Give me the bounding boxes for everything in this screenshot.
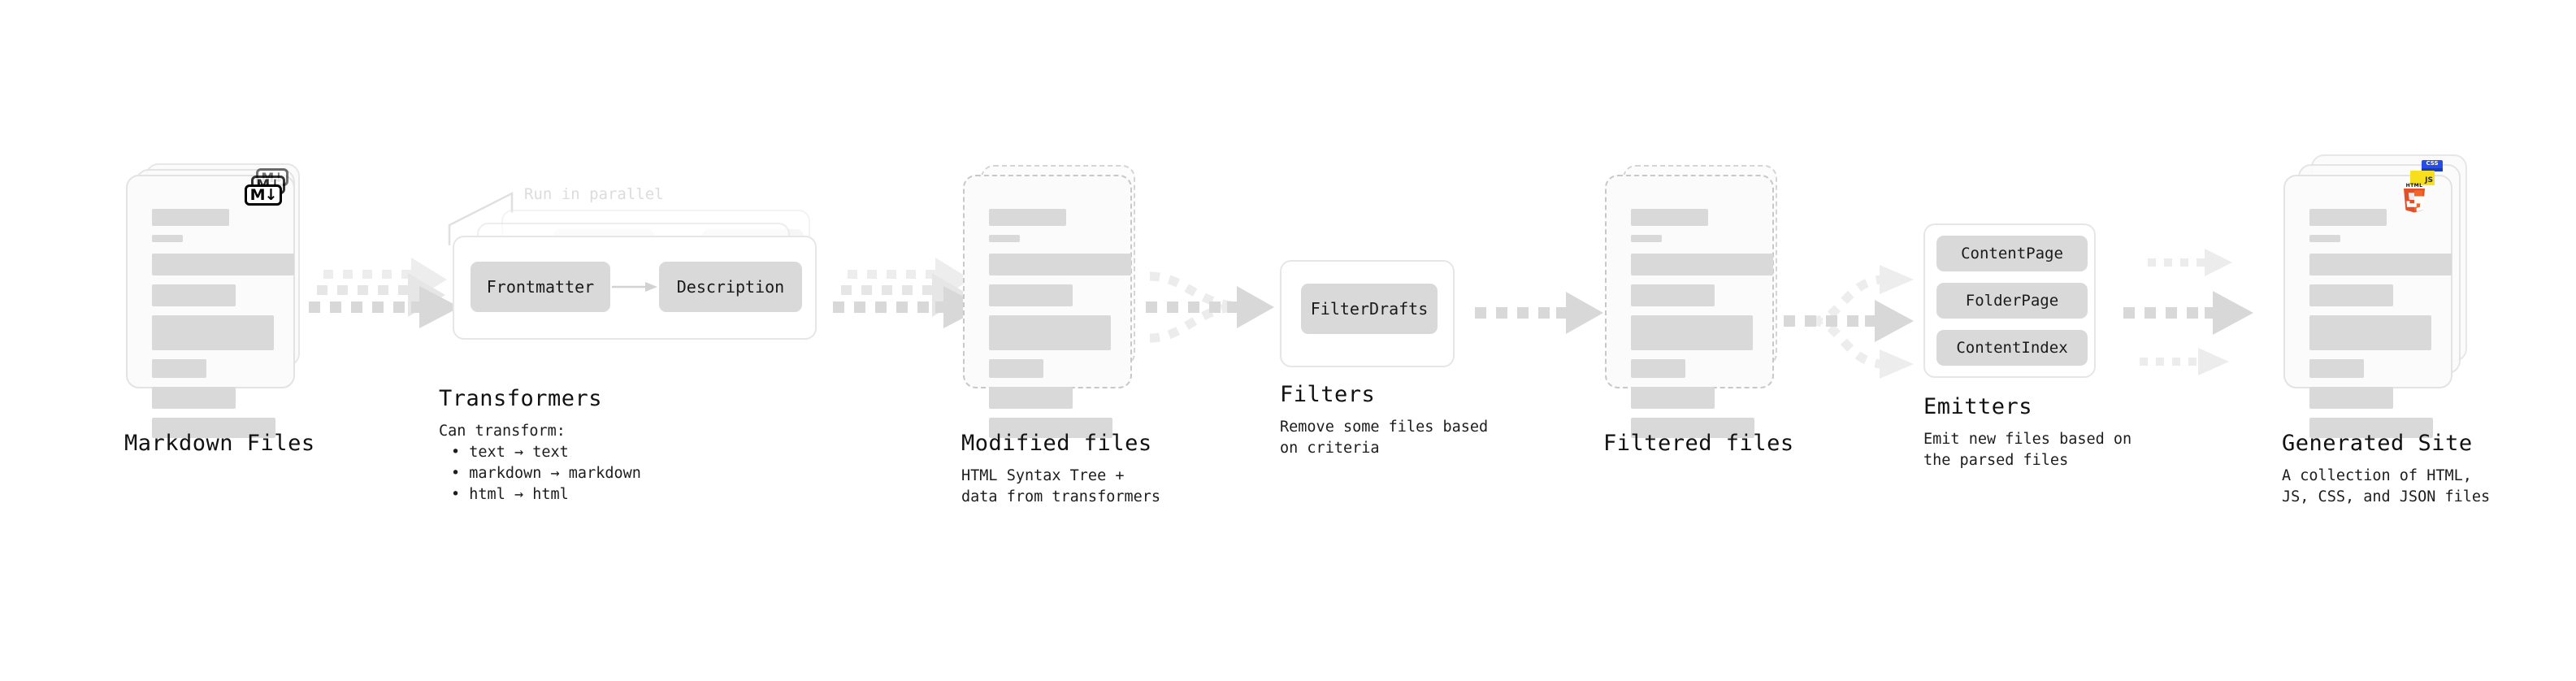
paper-front bbox=[126, 175, 295, 438]
doc-bar bbox=[152, 387, 236, 409]
doc-bar bbox=[1631, 359, 1685, 378]
transformer-chip-frontmatter[interactable]: Frontmatter bbox=[471, 262, 610, 312]
run-in-parallel-hint: Run in parallel bbox=[524, 185, 664, 203]
doc-bar bbox=[152, 209, 229, 226]
paper-front bbox=[1605, 175, 1774, 438]
doc-bar bbox=[1631, 254, 1773, 275]
emitters-subtitle: Emit new files based on the parsed files bbox=[1923, 431, 2132, 469]
doc-bar bbox=[1631, 284, 1715, 306]
filtered-card-stack bbox=[1605, 165, 1780, 438]
doc-bar bbox=[989, 209, 1066, 226]
doc-bar bbox=[2309, 387, 2393, 409]
doc-bar bbox=[2309, 284, 2393, 306]
transformers-bullet: • text → text bbox=[451, 444, 569, 461]
doc-bar bbox=[152, 235, 183, 242]
doc-bar bbox=[152, 315, 274, 350]
paper-front bbox=[2283, 175, 2452, 438]
filters-box: FilterDrafts bbox=[1280, 260, 1455, 367]
transformers-subtitle: Can transform: bbox=[439, 423, 566, 440]
modified-card-stack bbox=[963, 165, 1138, 438]
stage-generated-site: CSS JS HTML Generated Site A collection … bbox=[2282, 154, 2490, 505]
css-badge: CSS bbox=[2422, 158, 2443, 171]
doc-bar bbox=[1631, 418, 1754, 438]
doc-bar bbox=[1631, 315, 1753, 350]
stage-title-transformers: Transformers bbox=[439, 386, 603, 411]
doc-bar bbox=[989, 359, 1043, 378]
filter-chip-filterdrafts[interactable]: FilterDrafts bbox=[1301, 284, 1438, 334]
doc-bar bbox=[2309, 254, 2452, 275]
flow-arrow-markdown-to-transformers bbox=[309, 258, 460, 328]
flow-arrow-filters-to-filtered bbox=[1475, 292, 1603, 334]
stage-title-generated-site: Generated Site bbox=[2282, 431, 2473, 456]
stage-title-filtered-files: Filtered files bbox=[1603, 431, 1794, 456]
doc-placeholder-bars bbox=[989, 209, 1131, 447]
doc-bar bbox=[2309, 359, 2364, 378]
transformers-bullet: • markdown → markdown bbox=[451, 465, 641, 482]
doc-placeholder-bars bbox=[152, 209, 294, 447]
doc-bar bbox=[989, 254, 1131, 275]
doc-bar bbox=[1631, 387, 1715, 409]
stage-title-filters: Filters bbox=[1280, 382, 1376, 407]
filters-subtitle: Remove some files based on criteria bbox=[1280, 419, 1489, 457]
emitter-chip-contentpage[interactable]: ContentPage bbox=[1936, 236, 2088, 271]
doc-bar bbox=[152, 284, 236, 306]
doc-bar bbox=[152, 418, 275, 438]
doc-bar bbox=[989, 418, 1112, 438]
doc-placeholder-bars bbox=[2309, 209, 2452, 447]
stage-markdown-files: M↓ M↓ M↓ Markdown Files bbox=[124, 163, 314, 456]
transformer-chip-description[interactable]: Description bbox=[659, 262, 802, 312]
doc-bar bbox=[989, 387, 1073, 409]
doc-bar bbox=[989, 235, 1020, 242]
doc-bar bbox=[2309, 418, 2433, 438]
doc-bar bbox=[2309, 235, 2340, 242]
doc-bar bbox=[989, 315, 1111, 350]
modified-files-subtitle: HTML Syntax Tree + data from transformer… bbox=[961, 467, 1161, 505]
emitters-box: ContentPage FolderPage ContentIndex bbox=[1923, 223, 2096, 378]
doc-bar bbox=[989, 284, 1073, 306]
emitter-chip-folderpage[interactable]: FolderPage bbox=[1936, 283, 2088, 319]
stage-title-markdown-files: Markdown Files bbox=[124, 431, 315, 456]
doc-bar bbox=[152, 359, 206, 378]
doc-bar bbox=[152, 254, 294, 275]
emitter-chip-contentindex[interactable]: ContentIndex bbox=[1936, 330, 2088, 366]
stage-title-emitters: Emitters bbox=[1923, 394, 2033, 419]
doc-bar bbox=[1631, 235, 1662, 242]
flow-arrow-modified-to-filters bbox=[1146, 271, 1274, 343]
transformers-bullet: • html → html bbox=[451, 486, 569, 503]
doc-bar bbox=[2309, 315, 2431, 350]
stage-filtered-files: Filtered files bbox=[1603, 165, 1793, 456]
js-badge: JS bbox=[2410, 171, 2435, 185]
doc-bar bbox=[1631, 209, 1708, 226]
stage-title-modified-files: Modified files bbox=[961, 431, 1152, 456]
paper-front bbox=[963, 175, 1132, 438]
transformer-inner-arrow bbox=[612, 282, 657, 292]
markdown-card-stack: M↓ M↓ M↓ bbox=[126, 163, 301, 438]
generated-site-subtitle: A collection of HTML, JS, CSS, and JSON … bbox=[2282, 467, 2491, 505]
site-card-stack: CSS JS HTML bbox=[2283, 154, 2470, 438]
doc-bar bbox=[2309, 209, 2387, 226]
stage-modified-files: Modified files HTML Syntax Tree + data f… bbox=[961, 165, 1160, 505]
flow-arrow-emitters-to-site bbox=[2123, 249, 2253, 375]
css-badge-label: CSS bbox=[2422, 158, 2443, 171]
transformer-box-front: Frontmatter Description bbox=[453, 236, 817, 340]
markdown-badge: M↓ bbox=[245, 184, 282, 206]
doc-placeholder-bars bbox=[1631, 209, 1773, 447]
